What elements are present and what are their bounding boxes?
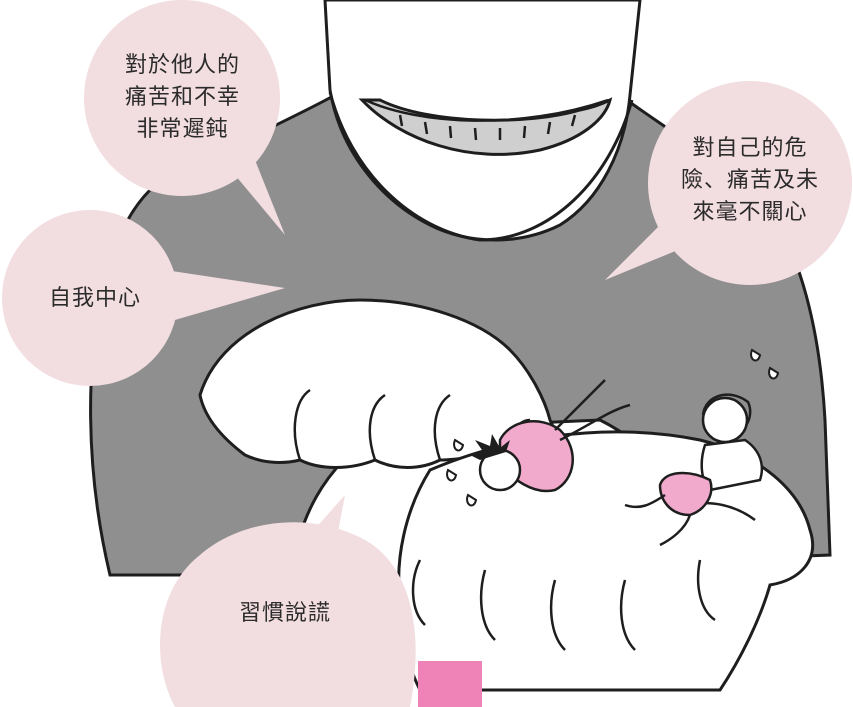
collar-line [328, 91, 634, 242]
giant-teeth [364, 98, 609, 141]
small-man [470, 379, 631, 493]
bubble-text-middle-left: 自我中心 [48, 286, 141, 311]
small-woman [624, 393, 764, 547]
pinching-hand-knuckles [293, 388, 531, 461]
bubble-bottom-left [160, 495, 416, 707]
small-woman-legs [624, 493, 692, 547]
bubble-text-top-right: 對自己的危 險、痛苦及未 來毫不關心 [680, 136, 819, 225]
bubble-text-top-left: 對於他人的 痛苦和不幸 非常遲鈍 [124, 53, 240, 142]
bubble-middle-left [2, 210, 285, 386]
bubble-top-right [605, 81, 852, 285]
pink-swatch [418, 661, 482, 707]
small-woman-head [701, 396, 749, 444]
palm-fingers [411, 501, 756, 651]
bubble-text-bottom-left: 習慣說謊 [238, 601, 331, 626]
small-woman-hair [701, 393, 752, 426]
sweat-drop-icon [446, 348, 780, 507]
bubble-top-left [84, 0, 285, 235]
small-woman-shorts [658, 471, 713, 517]
small-man-legs [554, 379, 631, 442]
small-woman-body [700, 438, 764, 492]
small-man-hair [470, 434, 510, 460]
